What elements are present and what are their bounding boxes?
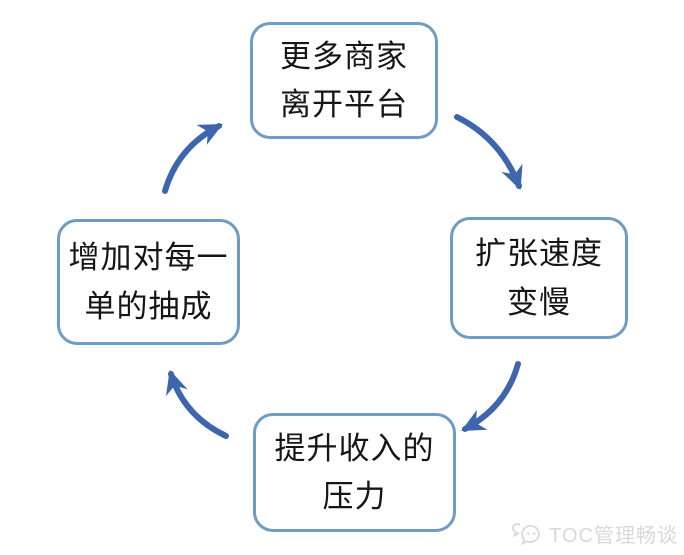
node-increase-per-order-commission: 增加对每一 单的抽成 xyxy=(57,219,240,345)
node-label-line: 变慢 xyxy=(507,284,571,320)
node-label-line: 更多商家 xyxy=(280,38,408,74)
watermark-text: TOC管理畅谈 xyxy=(549,525,678,547)
node-label-line: 增加对每一 xyxy=(68,240,229,276)
node-label-line: 单的抽成 xyxy=(84,288,213,324)
node-label-line: 离开平台 xyxy=(280,87,408,122)
arrow-top-to-right xyxy=(454,114,523,191)
node-pressure-to-raise-revenue: 提升收入的 压力 xyxy=(253,413,456,532)
node-label-line: 提升收入的 xyxy=(274,430,435,466)
node-more-merchants-leave: 更多商家 离开平台 xyxy=(250,22,438,139)
node-expansion-slows: 扩张速度 变慢 xyxy=(450,217,628,339)
arrow-bottom-to-left xyxy=(166,369,229,439)
speech-bubbles-icon xyxy=(512,522,540,545)
arrow-left-to-top xyxy=(162,123,223,194)
watermark: TOC管理畅谈 xyxy=(510,519,678,548)
node-label-line: 扩张速度 xyxy=(475,236,603,272)
arrow-right-to-bottom xyxy=(461,361,521,432)
node-label-line: 压力 xyxy=(322,479,387,514)
